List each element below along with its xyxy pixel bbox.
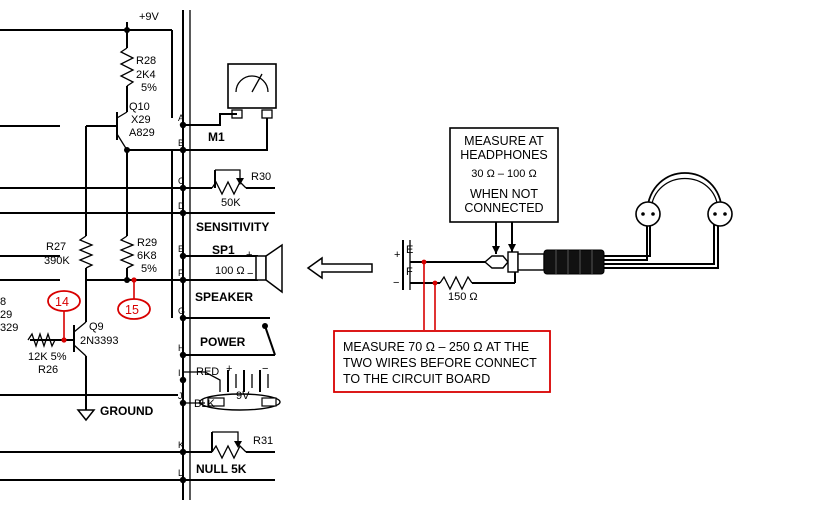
- partial-label-b: 29: [0, 309, 12, 321]
- terminal-label-g: G: [178, 306, 185, 316]
- q10-type: X29: [131, 114, 151, 126]
- wire-box-line1: MEASURE 70 Ω – 250 Ω AT THE: [343, 340, 529, 354]
- q9-name: Q9: [89, 321, 104, 333]
- headphone-measure-box: [449, 127, 559, 223]
- r26-value: 12K 5%: [28, 351, 67, 363]
- terminal-label-i: I: [178, 368, 181, 378]
- speaker-label: SPEAKER: [195, 290, 253, 304]
- battery-value: 9V: [236, 390, 250, 402]
- plug-terminal-e: E: [406, 244, 413, 256]
- ground-label: GROUND: [100, 404, 154, 418]
- plug-minus: −: [393, 277, 399, 289]
- r28-value: 2K4: [136, 69, 156, 81]
- r30-name: R30: [251, 171, 271, 183]
- headphone-box-line4: WHEN NOT: [470, 187, 538, 201]
- test-point-15[interactable]: 15: [125, 303, 139, 317]
- terminal-label-a: A: [178, 113, 184, 123]
- sensitivity-label: SENSITIVITY: [196, 220, 269, 234]
- terminal-label-f: F: [178, 268, 184, 278]
- battery-blk-label: BLK: [194, 398, 215, 410]
- battery-minus: −: [262, 363, 268, 375]
- plug-terminal-f: F: [406, 266, 413, 278]
- q9-part: 2N3393: [80, 335, 119, 347]
- q10-part: A829: [129, 127, 155, 139]
- terminal-dot-g[interactable]: [179, 314, 187, 322]
- r27-value: 390K: [44, 255, 70, 267]
- plug-plus: +: [394, 249, 400, 261]
- headphone-box-line3: 30 Ω – 100 Ω: [471, 168, 536, 180]
- partial-label-a: 8: [0, 296, 6, 308]
- sp1-value: 100 Ω: [215, 265, 245, 277]
- r28-tol: 5%: [141, 82, 157, 94]
- left-arrow: [306, 256, 373, 280]
- sp1-minus: −: [247, 268, 253, 280]
- partial-label-c: 329: [0, 322, 18, 334]
- supply-label: +9V: [139, 11, 160, 23]
- test-point-14[interactable]: 14: [55, 295, 69, 309]
- wire-box-line2: TWO WIRES BEFORE CONNECT: [343, 356, 537, 370]
- r27-name: R27: [46, 241, 66, 253]
- test-point-markers: [47, 277, 151, 343]
- battery-plus: +: [226, 363, 232, 375]
- test-point-14-circle[interactable]: [47, 290, 81, 312]
- sp1-name: SP1: [212, 243, 235, 257]
- terminal-label-e: E: [178, 244, 184, 254]
- meter-m1[interactable]: [183, 63, 277, 151]
- terminal-label-k: K: [178, 440, 184, 450]
- headphone-box-line2: HEADPHONES: [460, 148, 548, 162]
- r26-name: R26: [38, 364, 58, 376]
- terminal-label-j: J: [178, 391, 183, 401]
- q10-name: Q10: [129, 101, 150, 113]
- test-point-15-circle[interactable]: [117, 298, 151, 320]
- m1-label: M1: [208, 130, 225, 144]
- sp1-plus: +: [246, 249, 252, 261]
- battery-9v[interactable]: [183, 370, 281, 411]
- terminal-label-h: H: [178, 343, 185, 353]
- terminal-dot-i[interactable]: [179, 376, 187, 384]
- r29-name: R29: [137, 237, 157, 249]
- pot-r31[interactable]: [183, 431, 275, 481]
- r31-name: R31: [253, 435, 273, 447]
- terminal-label-d: D: [178, 201, 185, 211]
- pot-r30[interactable]: [183, 169, 275, 214]
- headphone-box-line5: CONNECTED: [464, 201, 543, 215]
- headphone-box-line1: MEASURE AT: [464, 134, 544, 148]
- r28-name: R28: [136, 55, 156, 67]
- battery-red-label: RED: [196, 366, 219, 378]
- r31-label: NULL 5K: [196, 462, 247, 476]
- terminal-label-b: B: [178, 138, 184, 148]
- power-switch[interactable]: [183, 323, 276, 356]
- r30-value: 50K: [221, 197, 241, 209]
- speaker-sp1[interactable]: [183, 243, 283, 294]
- plug-assembly: [402, 222, 719, 330]
- resistor-150-value: 150 Ω: [448, 291, 478, 303]
- terminal-label-c: C: [178, 176, 185, 186]
- r29-tol: 5%: [141, 263, 157, 275]
- r29-value: 6K8: [137, 250, 157, 262]
- power-label: POWER: [200, 335, 246, 349]
- wire-box-line3: TO THE CIRCUIT BOARD: [343, 372, 490, 386]
- wire-measure-box: [333, 330, 551, 393]
- headphones-icon: [635, 172, 733, 227]
- terminal-label-l: L: [178, 468, 183, 478]
